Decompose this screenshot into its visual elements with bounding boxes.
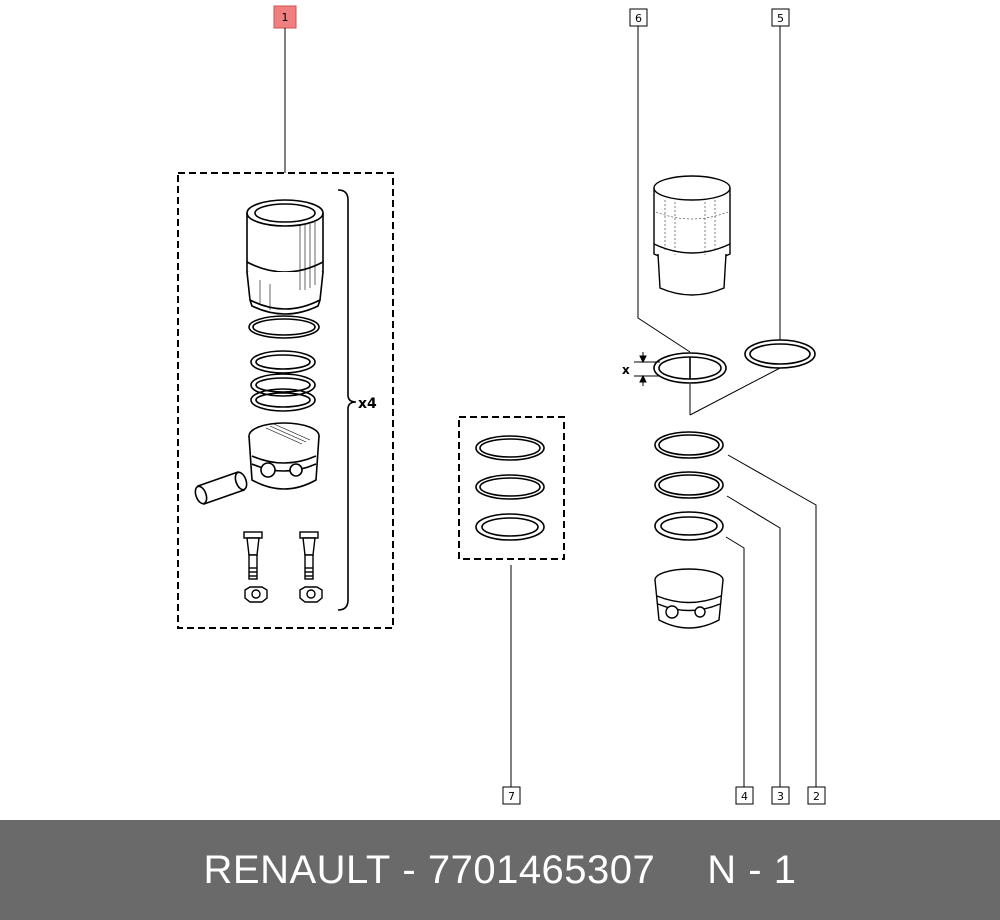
page-reference: N - 1: [707, 847, 797, 892]
svg-text:1: 1: [282, 11, 289, 24]
kit-group-box: [177, 172, 394, 629]
svg-text:3: 3: [777, 790, 784, 803]
callout-7[interactable]: 7: [502, 786, 521, 805]
thickness-dimension: [634, 352, 660, 386]
leader-line-6: [637, 26, 691, 353]
quantity-multiplier: x4: [358, 396, 377, 412]
connecting-rod-bolts: [243, 531, 319, 580]
cylinder-liner-reference: [653, 175, 731, 296]
ring-4: [654, 511, 724, 541]
connecting-rod-nuts: [244, 586, 323, 603]
callout-5[interactable]: 5: [771, 8, 790, 27]
leader-line-4: [725, 536, 745, 787]
ring-3: [654, 471, 724, 499]
top-ring-measured: [653, 352, 727, 384]
svg-text:2: 2: [813, 790, 820, 803]
ring-set-group-box: [458, 416, 565, 560]
cylinder-liner: [246, 199, 324, 315]
leader-line-5-6-join: [689, 367, 781, 416]
exploded-parts-diagram: 1: [177, 5, 826, 805]
leader-line-2: [727, 454, 817, 787]
svg-text:7: 7: [508, 790, 515, 803]
thickness-label: x: [622, 363, 630, 377]
callout-4[interactable]: 4: [735, 786, 754, 805]
callout-2[interactable]: 2: [807, 786, 826, 805]
piston-ring-stack: [250, 350, 316, 412]
callout-3[interactable]: 3: [771, 786, 790, 805]
ring-2: [654, 431, 724, 459]
quantity-brace: [337, 189, 357, 611]
piston: [248, 422, 320, 490]
svg-text:4: 4: [741, 790, 748, 803]
part-footer-bar: RENAULT - 7701465307 N - 1: [0, 820, 1000, 920]
leader-line-3: [726, 495, 781, 787]
piston-reference: [654, 568, 724, 629]
piston-pin: [194, 470, 248, 506]
liner-seal-ring: [248, 315, 320, 339]
part-number: 7701465307: [427, 847, 656, 892]
compression-ring-reference: [744, 339, 816, 369]
svg-text:5: 5: [777, 12, 784, 25]
callout-1[interactable]: 1: [273, 5, 297, 29]
callout-6[interactable]: 6: [629, 8, 648, 27]
footer-separator: -: [402, 847, 417, 892]
brand-name: RENAULT: [203, 847, 391, 892]
svg-text:6: 6: [635, 12, 642, 25]
ring-set: [475, 435, 545, 541]
